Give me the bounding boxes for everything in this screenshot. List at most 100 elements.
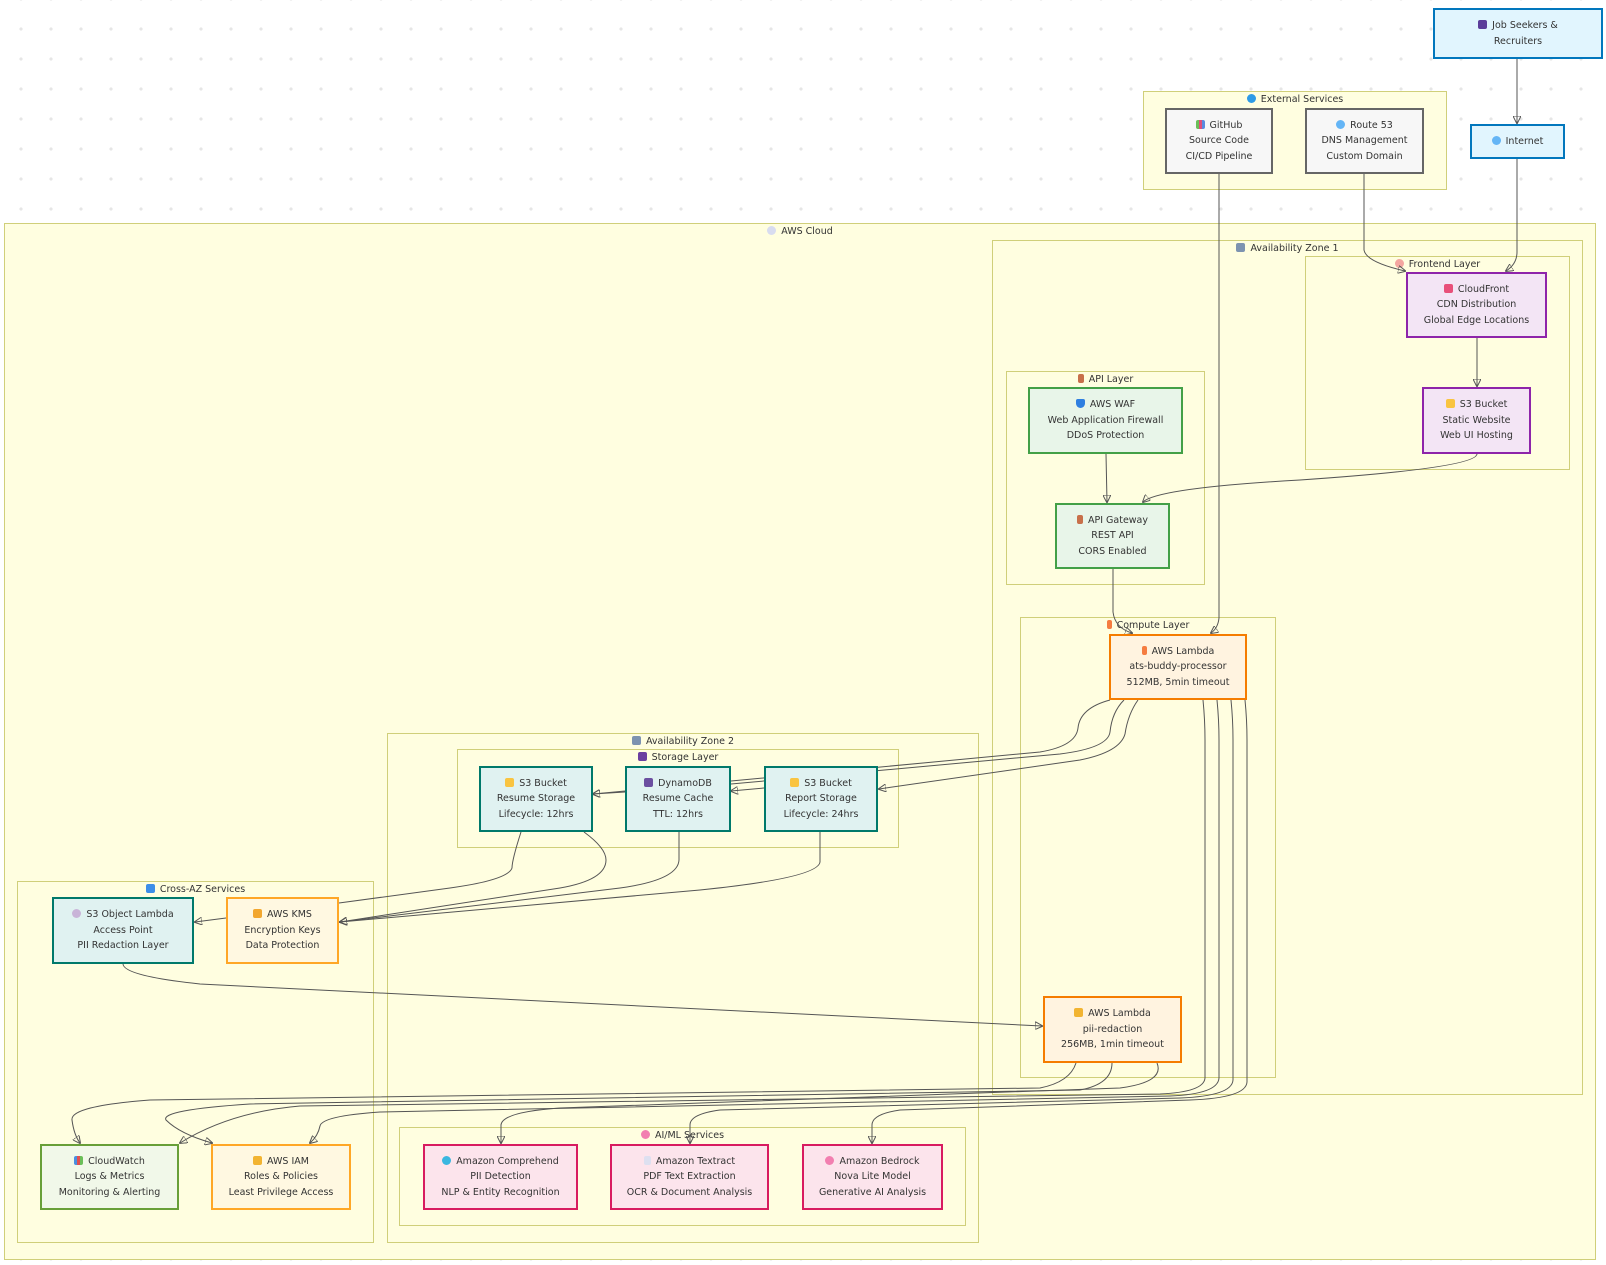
card-box-icon [644, 777, 654, 787]
link-icon [72, 909, 82, 919]
node-lambda-pii-redaction[interactable]: AWS Lambda pii-redaction 256MB, 1min tim… [1043, 996, 1182, 1063]
group-label: Availability Zone 2 [645, 736, 735, 747]
shield-icon [1075, 399, 1085, 409]
node-line: Static Website [1442, 414, 1511, 426]
node-line: ats-buddy-processor [1129, 661, 1227, 673]
node-line: Logs & Metrics [74, 1171, 145, 1183]
node-line: Monitoring & Alerting [58, 1186, 161, 1198]
node-line: CI/CD Pipeline [1185, 150, 1253, 162]
node-line: Global Edge Locations [1423, 314, 1530, 326]
node-s3-report-storage[interactable]: S3 Bucket Report Storage Lifecycle: 24hr… [764, 766, 878, 832]
node-line: Least Privilege Access [228, 1186, 334, 1198]
lock-icon [253, 1155, 263, 1165]
node-line: PII Redaction Layer [77, 940, 169, 952]
node-line: Roles & Policies [243, 1171, 318, 1183]
node-line: Web UI Hosting [1440, 430, 1513, 442]
people-icon [1478, 20, 1488, 29]
node-title: GitHub [1209, 119, 1243, 131]
node-line: NLP & Entity Recognition [441, 1186, 560, 1198]
node-aws-kms[interactable]: AWS KMS Encryption Keys Data Protection [226, 897, 339, 964]
globe-icon [1336, 119, 1346, 129]
globe-icon [1491, 135, 1501, 145]
folder-icon [1445, 399, 1455, 409]
node-title: AWS Lambda [1151, 645, 1215, 657]
node-s3-resume-storage[interactable]: S3 Bucket Resume Storage Lifecycle: 12hr… [479, 766, 593, 832]
palette-icon [1394, 259, 1404, 268]
group-label: Storage Layer [651, 752, 719, 763]
folder-icon [790, 777, 800, 787]
node-amazon-textract[interactable]: Amazon Textract PDF Text Extraction OCR … [610, 1144, 769, 1210]
node-cloudwatch[interactable]: CloudWatch Logs & Metrics Monitoring & A… [40, 1144, 179, 1210]
node-line: Generative AI Analysis [818, 1186, 927, 1198]
node-amazon-bedrock[interactable]: Amazon Bedrock Nova Lite Model Generativ… [802, 1144, 943, 1210]
node-title: Route 53 [1350, 119, 1393, 131]
node-line: Encryption Keys [244, 924, 321, 936]
node-dynamodb[interactable]: DynamoDB Resume Cache TTL: 12hrs [625, 766, 731, 832]
node-line: Web Application Firewall [1047, 414, 1164, 426]
folder-icon [505, 777, 515, 787]
node-line: CORS Enabled [1078, 545, 1147, 557]
node-line: Lifecycle: 12hrs [498, 808, 574, 820]
node-amazon-comprehend[interactable]: Amazon Comprehend PII Detection NLP & En… [423, 1144, 578, 1210]
node-line: Custom Domain [1326, 150, 1403, 162]
node-line: Source Code [1189, 135, 1249, 147]
lightning-icon [1141, 645, 1147, 655]
node-line: DDoS Protection [1066, 430, 1145, 442]
node-line: OCR & Document Analysis [626, 1186, 753, 1198]
node-title: Amazon Bedrock [839, 1155, 920, 1167]
node-title: AWS IAM [267, 1155, 309, 1167]
group-label: AI/ML Services [654, 1130, 725, 1141]
lock-icon [1074, 1008, 1084, 1018]
brain-icon [825, 1155, 835, 1165]
node-title: S3 Bucket [804, 777, 852, 789]
node-title: AWS WAF [1089, 399, 1136, 411]
refresh-icon [145, 884, 155, 893]
node-title: CloudFront [1457, 283, 1510, 295]
node-line: Recruiters [1493, 35, 1543, 47]
node-line: Report Storage [785, 793, 857, 805]
node-title: S3 Bucket [1459, 399, 1508, 411]
node-api-gateway[interactable]: API Gateway REST API CORS Enabled [1055, 503, 1170, 569]
floppy-disk-icon [637, 752, 647, 761]
node-lambda-processor[interactable]: AWS Lambda ats-buddy-processor 512MB, 5m… [1109, 634, 1247, 700]
node-s3-object-lambda[interactable]: S3 Object Lambda Access Point PII Redact… [52, 897, 194, 964]
node-line: pii-redaction [1082, 1023, 1143, 1035]
node-job-seekers-recruiters[interactable]: Job Seekers & Recruiters [1433, 8, 1603, 59]
document-icon [643, 1155, 651, 1165]
building-icon [631, 736, 641, 745]
group-label: External Services [1260, 94, 1344, 105]
node-github[interactable]: GitHub Source Code CI/CD Pipeline [1165, 108, 1273, 174]
magnifier-icon [442, 1155, 452, 1165]
node-title: S3 Bucket [519, 777, 567, 789]
group-label: API Layer [1088, 374, 1134, 385]
lightning-icon [1106, 620, 1112, 629]
node-line: Resume Storage [496, 793, 576, 805]
brain-icon [640, 1130, 650, 1139]
node-title: AWS Lambda [1088, 1008, 1151, 1020]
node-line: Data Protection [245, 940, 320, 952]
node-line: 512MB, 5min timeout [1126, 676, 1230, 688]
node-line: PDF Text Extraction [643, 1171, 736, 1183]
node-internet[interactable]: Internet [1470, 124, 1565, 159]
group-label: Cross-AZ Services [159, 884, 246, 895]
node-line: Nova Lite Model [834, 1171, 911, 1183]
building-icon [1236, 243, 1246, 252]
node-line: CDN Distribution [1436, 299, 1517, 311]
cloud-icon [767, 226, 777, 235]
node-title: Amazon Textract [655, 1155, 736, 1167]
node-line: 256MB, 1min timeout [1061, 1039, 1164, 1051]
node-s3-static-website[interactable]: S3 Bucket Static Website Web UI Hosting [1422, 387, 1531, 454]
node-aws-waf[interactable]: AWS WAF Web Application Firewall DDoS Pr… [1028, 387, 1183, 454]
key-icon [253, 909, 263, 919]
chart-icon [74, 1155, 84, 1165]
node-aws-iam[interactable]: AWS IAM Roles & Policies Least Privilege… [211, 1144, 351, 1210]
group-label: AWS Cloud [781, 226, 833, 237]
node-cloudfront[interactable]: CloudFront CDN Distribution Global Edge … [1406, 272, 1547, 338]
node-title: CloudWatch [88, 1155, 145, 1167]
node-line: Access Point [93, 924, 153, 936]
door-icon [1076, 514, 1083, 524]
node-route-53[interactable]: Route 53 DNS Management Custom Domain [1305, 108, 1424, 174]
node-line: PII Detection [470, 1171, 531, 1183]
node-title: Job Seekers & [1492, 20, 1558, 31]
node-title: API Gateway [1087, 514, 1148, 526]
